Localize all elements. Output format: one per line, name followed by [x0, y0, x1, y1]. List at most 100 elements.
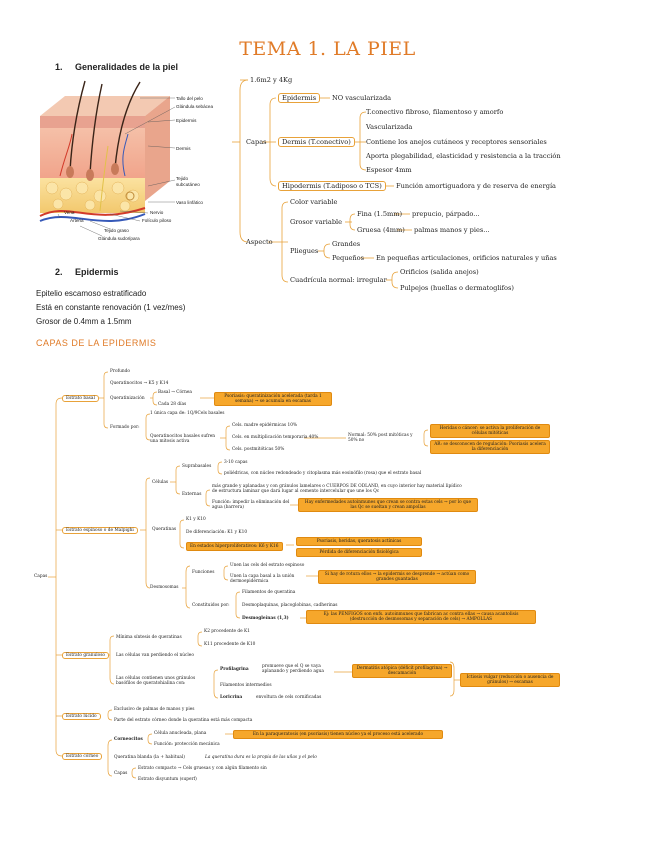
granuloso-profilagrina-desc: promueve que el Q se vaya aplanando y pe…: [262, 664, 324, 675]
espinoso-q-box-1: Psoriasis, heridas, queratosis actínicas: [296, 537, 422, 547]
detail-root: Capas: [34, 574, 48, 579]
map-capas: Capas: [246, 138, 267, 146]
espinoso-q-2: De diferenciación: K1 y K10: [186, 530, 248, 535]
granuloso-1: Mínima síntesis de queratinas: [116, 635, 182, 640]
map-cuadricula: Cuadrícula normal: irregular: [290, 276, 387, 284]
map-pequenos-desc: En pequeñas articulaciones, orificios na…: [376, 254, 557, 262]
espinoso-supra: Suprabasales: [182, 464, 212, 469]
basal-queratinocitos: Queratinocitos → K5 y K14: [110, 381, 169, 386]
section-2-heading: Epidermis: [75, 267, 119, 277]
map-gruesa-desc: palmas manos y pies...: [414, 226, 490, 234]
label-tallo-pelo: Tallo del pelo: [176, 96, 203, 101]
espinoso-celulas: Células: [152, 480, 169, 485]
lucido-1: Exclusivo de palmas de manos y pies: [114, 707, 195, 712]
label-tejido-subcutaneo: Tejido subcutáneo: [176, 176, 200, 187]
map-dermis-2: Vascularizada: [366, 123, 413, 131]
map-top: 1.6m2 y 4Kg: [250, 76, 293, 84]
map-dermis-4: Aporta plegabilidad, elasticidad y resis…: [366, 152, 561, 160]
map-hipodermis-desc: Función amortiguadora y de reserva de en…: [396, 182, 556, 190]
espinoso-externas-box: Hay enfermedades autoinmunes que crean s…: [298, 498, 478, 513]
map-epidermis-desc: NO vascularizada: [332, 94, 392, 102]
map-dermis: Dermis (T.conectivo): [278, 137, 355, 147]
detail-estrato-basal: Estrato basal: [62, 395, 99, 403]
label-vena: Vena: [64, 210, 75, 215]
corneo-queratina: Queratina blanda (la + habitual): [114, 755, 185, 760]
espinoso-queratinas: Queratinas: [152, 527, 177, 532]
granuloso-profilagrina: Profilagrina: [220, 667, 249, 672]
granuloso-filamentos: Filamentos intermedios: [220, 683, 272, 688]
detail-estrato-espinoso: Estrato espinoso o de Malpighi: [62, 527, 138, 535]
corneo-sub-1: Célula anucleada, plana: [154, 731, 207, 736]
granuloso-3: Las células contienen unos gránulos basó…: [116, 676, 196, 687]
basal-cels-2: Cels. en multiplicación temporaria 40%: [232, 435, 319, 440]
section-2-number: 2.: [55, 267, 63, 277]
basal-normal-box-2: AR: se desconocen de regulación: Psorias…: [430, 440, 550, 455]
detail-estrato-lucido: Estrato lúcido: [62, 713, 101, 721]
basal-psoriasis-box: Psoriasis: queratinización acelerada (ta…: [214, 392, 332, 407]
basal-queratinizacion: Queratinización: [110, 396, 145, 401]
espinoso-const-2: Desmoplaquinas, placoglobinas, cadherina…: [242, 603, 338, 608]
corneo-sub-2: Función: protección mecánica: [154, 742, 220, 747]
basal-normal-box-1: Heridas o cáncer: se activa la prolifera…: [430, 424, 550, 439]
espinoso-func-box: Si hay de rotura ellos → la epidermis se…: [318, 570, 476, 585]
granuloso-profilagrina-box: Dermatitis atópica (déficit profilagrina…: [352, 664, 452, 679]
section-1-number: 1.: [55, 62, 63, 72]
basal-formado-2: Queratinocitos basales sufren una mitosi…: [150, 434, 216, 445]
basal-profundo: Profundo: [110, 369, 130, 374]
espinoso-externas-2: Función: impedir la eliminación del agua…: [212, 500, 290, 511]
epidermis-line-1: Epitelio escamoso estratificado: [36, 289, 147, 298]
map-dermis-1: T.conectivo fibroso, filamentoso y amorf…: [366, 108, 504, 116]
espinoso-funciones: Funciones: [192, 570, 215, 575]
map-fina: Fina (1.5mm): [357, 210, 403, 218]
label-epidermis: Epidermis: [176, 118, 197, 123]
corneo-paraqueratosis-box: En la paraqueratosis (en psoriasis) tien…: [233, 730, 443, 740]
espinoso-const-1: Filamentos de queratina: [242, 590, 296, 595]
espinoso-externas-1: más grande y aplanadas y con gránulos la…: [212, 484, 462, 495]
map-grandes: Grandes: [332, 240, 361, 248]
map-pulpejos: Pulpejos (huellas o dermatoglifos): [400, 284, 514, 292]
map-epidermis: Epidermis: [278, 93, 321, 103]
basal-formado-1: 1 única capa de: 1Q/9Cels basales: [150, 411, 225, 416]
section-1-heading: Generalidades de la piel: [75, 62, 179, 72]
detail-estrato-corneo: Estrato córneo: [62, 753, 103, 761]
corneo-capas-2: Estrato disyuntum (superf): [138, 777, 197, 782]
map-dermis-3: Contiene los anejos cutáneos y receptore…: [366, 138, 547, 146]
corneo-queratina-desc: La queratina dura es la propia de las uñ…: [205, 755, 317, 760]
lucido-2: Parte del estrato córneo donde la querat…: [114, 718, 253, 723]
espinoso-const-3: Desmogleínas (1,3): [242, 616, 289, 621]
label-glandula-sebacea: Glándula sebácea: [176, 104, 214, 109]
espinoso-constituidos: Constituidos por:: [192, 603, 230, 608]
skin-diagram: [39, 80, 176, 237]
map-aspecto: Aspecto: [246, 238, 273, 246]
espinoso-func-2: Unen la capa basal a la unión dermoepidé…: [230, 574, 295, 585]
page-title: TEMA 1. LA PIEL: [239, 38, 416, 60]
detail-estrato-granuloso: Estrato granuloso: [62, 652, 110, 660]
label-tejido-graso: Tejido graso: [104, 228, 129, 233]
label-dermis: Dermis: [176, 146, 191, 151]
label-arteria: Arteria: [70, 218, 84, 223]
label-vaso-linfatico: Vaso linfático: [176, 200, 203, 205]
granuloso-ictiosis-box: Ictiosis vulgar (reducción o ausencia de…: [460, 673, 560, 688]
map-pliegues: Pliegues: [290, 247, 319, 255]
granuloso-k-1: K2 procedente de K1: [204, 629, 250, 634]
espinoso-externas: Externas: [182, 492, 202, 497]
map-hipodermis: Hipodermis (T.adiposo o TCS): [278, 181, 386, 191]
epidermis-line-3: Grosor de 0.4mm a 1.5mm: [36, 317, 132, 326]
map-gruesa: Gruesa (4mm): [357, 226, 405, 234]
label-nervio: Nervio: [150, 210, 164, 215]
espinoso-q-1: K1 y K10: [186, 517, 206, 522]
granuloso-loricrina-desc: envoltura de cels cornificadas: [256, 695, 322, 700]
map-color: Color variable: [290, 198, 338, 206]
map-grosor: Grosor variable: [290, 218, 343, 226]
epidermis-line-2: Está en constante renovación (1 vez/mes): [36, 303, 186, 312]
espinoso-const-box: Ej: las PENFIGOS son enfs. autoinmunes q…: [306, 610, 536, 625]
basal-formado: Formado por:: [110, 425, 140, 430]
map-pequenos: Pequeños: [332, 254, 365, 262]
espinoso-q-3: En estados hiperproliferativos: K6 y K16: [186, 542, 283, 552]
espinoso-desmosomas: Desmosomas: [150, 585, 179, 590]
map-orificios: Orificios (salida anejos): [400, 268, 479, 276]
corneo-corneocitos: Corneocitos: [114, 737, 143, 742]
basal-q-2: Cada 28 días: [158, 402, 187, 407]
